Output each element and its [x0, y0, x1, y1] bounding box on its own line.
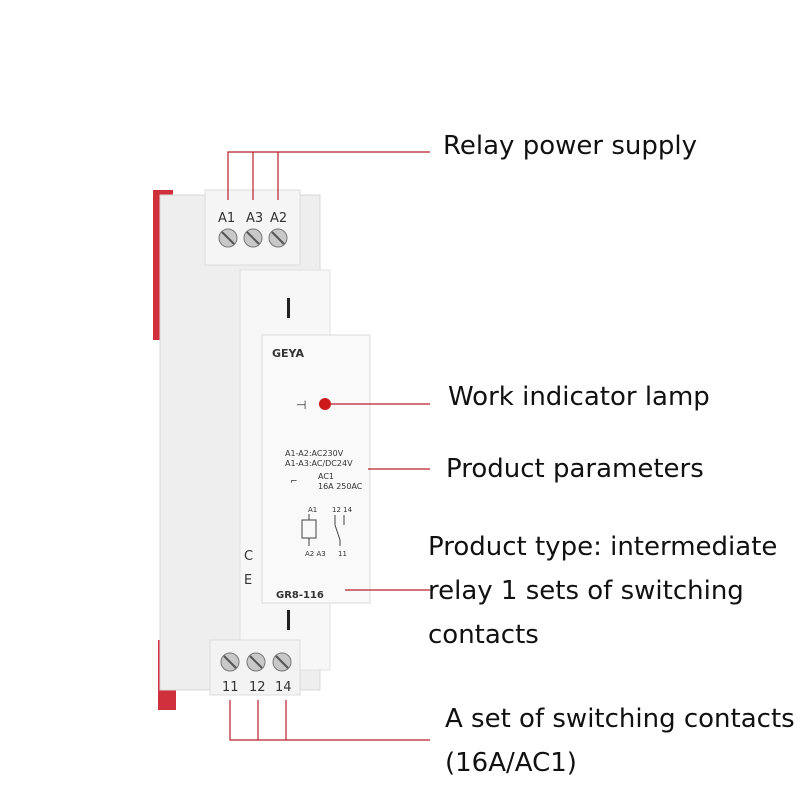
leader-power-supply [227, 151, 430, 200]
callout-power-supply: Relay power supply [443, 124, 697, 168]
param-line-3: AC1 [318, 472, 334, 481]
terminal-label-a1: A1 [218, 211, 235, 226]
terminal-label-a2: A2 [270, 211, 287, 226]
terminal-label-a3: A3 [246, 211, 263, 226]
terminal-label-14: 14 [275, 680, 292, 695]
contact-symbol-icon: ⌐ [290, 477, 298, 487]
brand-logo: GEYA [272, 347, 304, 360]
wiring-schematic: A1 12 14 A2 A3 11 [301, 506, 353, 558]
schematic-12-14: 12 14 [332, 506, 353, 514]
callout-product-type-line-2: relay 1 sets of switching [428, 576, 744, 606]
callout-parameters: Product parameters [446, 447, 704, 491]
callout-contacts-line-1: A set of switching contacts [445, 704, 795, 734]
callout-product-type-line-3: contacts [428, 620, 539, 650]
terminal-label-12: 12 [249, 680, 266, 695]
callout-product-type-line-1: Product type: intermediate [428, 532, 778, 562]
callout-indicator-lamp-text: Work indicator lamp [448, 382, 710, 412]
param-line-4: 16A 250AC [318, 482, 363, 491]
bottom-screws [220, 652, 292, 672]
terminal-label-11: 11 [222, 680, 239, 695]
schematic-11: 11 [338, 550, 347, 558]
callout-contacts-line-2: (16A/AC1) [445, 748, 577, 778]
callout-contacts: A set of switching contacts (16A/AC1) [445, 697, 795, 785]
schematic-a1: A1 [308, 506, 317, 514]
model-label: GR8-116 [276, 590, 324, 601]
param-line-1: A1-A2:AC230V [285, 449, 344, 458]
param-line-2: A1-A3:AC/DC24V [285, 459, 353, 468]
front-label-panel [261, 334, 371, 604]
ce-mark-icon: C [244, 549, 253, 564]
coil-icon: ⊣ [296, 398, 306, 412]
callout-product-type: Product type: intermediate relay 1 sets … [428, 525, 777, 657]
leader-contacts [229, 700, 430, 741]
callout-power-supply-text: Relay power supply [443, 131, 697, 161]
top-screws [218, 228, 288, 248]
indicator-lamp [319, 398, 331, 410]
callout-indicator-lamp: Work indicator lamp [448, 375, 710, 419]
top-terminal-block [204, 189, 301, 266]
slot-mark-top [287, 298, 290, 318]
slot-mark-bottom [287, 610, 290, 630]
schematic-a2-a3: A2 A3 [305, 550, 326, 558]
callout-parameters-text: Product parameters [446, 454, 704, 484]
e-mark-icon: E [244, 573, 252, 588]
